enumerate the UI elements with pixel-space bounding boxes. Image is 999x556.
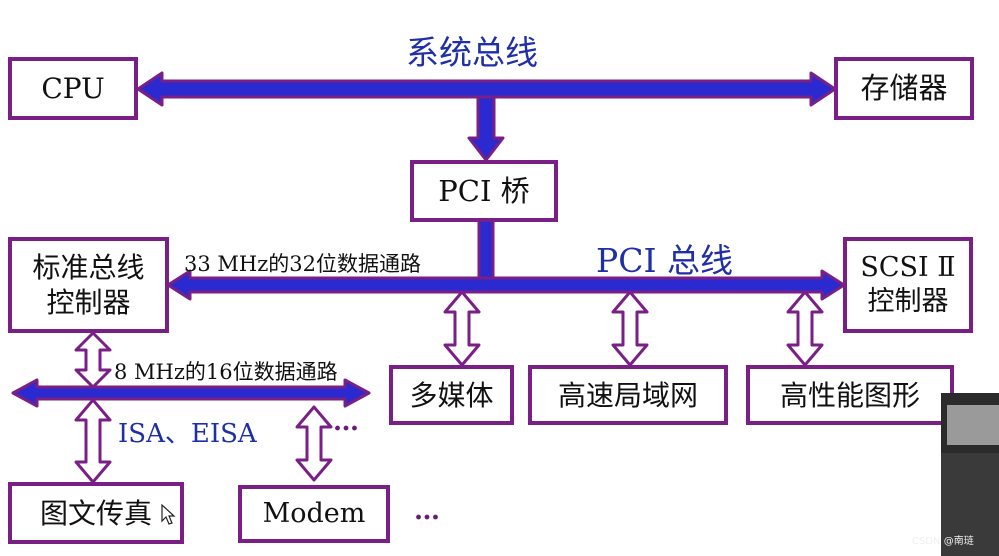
pci-bridge-box: PCI 桥 — [410, 160, 558, 222]
video-overlay-thumbnail — [941, 393, 999, 556]
pci-lan-link — [611, 290, 649, 367]
graphics-box: 高性能图形 — [746, 365, 954, 425]
scsi-controller-box: SCSI Ⅱ 控制器 — [843, 237, 973, 333]
modem-box: Modem — [238, 485, 390, 543]
multimedia-box: 多媒体 — [389, 365, 514, 425]
mouse-cursor-icon — [161, 504, 176, 525]
controller-isa-link — [74, 331, 112, 389]
bottom-ellipsis: … — [414, 496, 442, 526]
isa-fax-link — [74, 398, 112, 484]
pci-graphics-link — [786, 290, 824, 367]
isa-ellipsis: … — [333, 407, 361, 437]
system-bus-label: 系统总线 — [406, 33, 538, 72]
system-to-bridge-arrow — [467, 95, 505, 162]
pci-path-label: 33 MHz的32位数据通路 — [184, 252, 421, 276]
bridge-to-pci-link — [477, 218, 495, 280]
memory-box: 存储器 — [834, 57, 974, 120]
pci-bus-label: PCI 总线 — [596, 241, 733, 280]
isa-bus-arrow — [11, 378, 371, 408]
cpu-box: CPU — [8, 57, 138, 120]
standard-bus-controller-box: 标准总线 控制器 — [8, 237, 169, 333]
isa-bus-label: ISA、EISA — [118, 419, 257, 449]
csdn-watermark: CSDN @南琏 — [912, 536, 974, 547]
pci-multimedia-link — [443, 290, 481, 367]
lan-box: 高速局域网 — [528, 365, 728, 425]
isa-path-label: 8 MHz的16位数据通路 — [114, 360, 338, 384]
fax-box: 图文传真 — [8, 482, 184, 544]
modem-link — [295, 405, 333, 482]
